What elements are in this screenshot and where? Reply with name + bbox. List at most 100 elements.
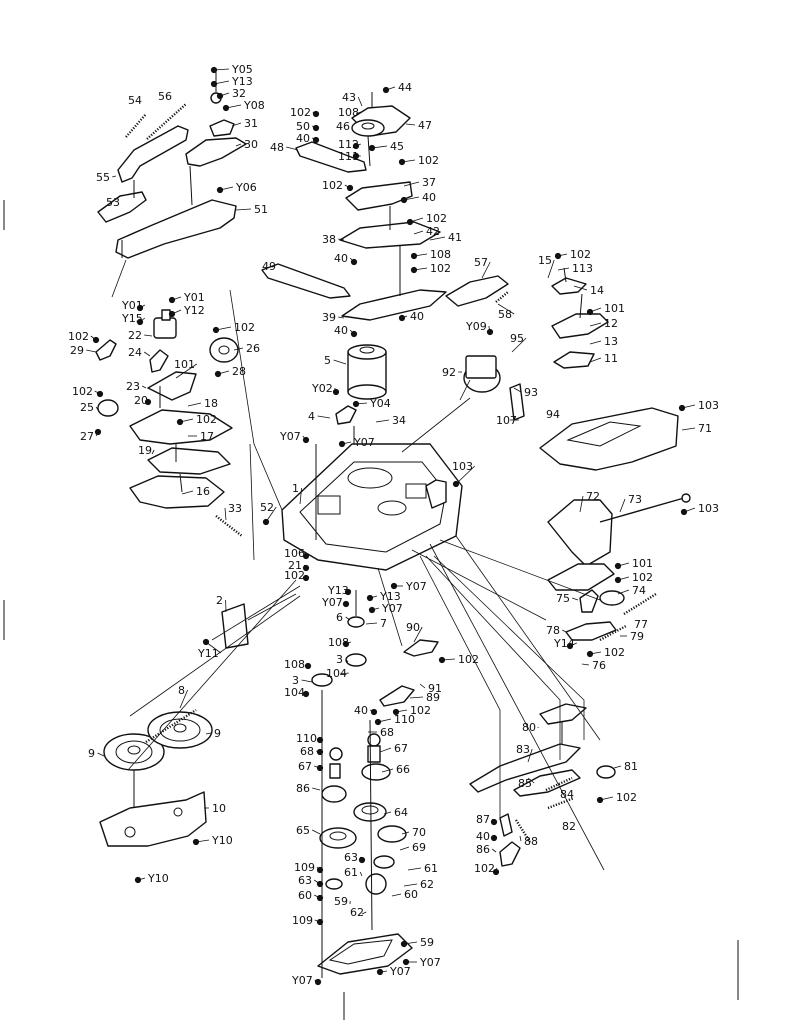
part-number-label: 110 [394,713,415,726]
fastener-dot [305,663,310,668]
part-number-label: 68 [300,745,314,758]
fastener-dot [317,765,322,770]
part-number-label: 30 [244,138,258,151]
part-number-label: 56 [158,90,172,103]
leader-line [410,697,423,698]
fastener-dot [95,429,100,434]
part-number-label: 102 [284,569,305,582]
fastener-dot [93,337,98,342]
part-number-label: 95 [510,332,524,345]
fastener-dot [399,159,404,164]
part-number-label: Y07 [321,596,343,609]
part-group-gear-stack [312,590,412,978]
part-number-label: 40 [476,830,490,843]
leader-line [590,341,601,344]
fastener-dot [315,979,320,984]
part-number-label: 7 [380,617,387,630]
leader-line [492,849,496,852]
leader-line [338,317,344,318]
fastener-dot [313,137,318,142]
part-number-label: 17 [200,430,214,443]
part-number-label: 60 [298,889,312,902]
part-number-label: 85 [518,777,532,790]
part-number-label: Y02 [311,382,333,395]
part-number-label: 81 [624,760,638,773]
fastener-dot [317,895,322,900]
fastener-dot [347,185,352,190]
part-number-label: 102 [430,262,451,275]
leader-line [225,508,226,520]
part-number-label: Y06 [235,181,257,194]
part-number-label: 14 [590,284,604,297]
part-number-label: 83 [516,743,530,756]
leader-line [392,894,401,896]
part-number-label: 23 [126,380,140,393]
part-number-label: 41 [448,231,462,244]
part-number-label: 78 [546,624,560,637]
part-number-label: 42 [426,225,440,238]
part-number-label: 109 [294,861,315,874]
part-group-top-left [98,68,246,258]
part-group-right-upper [446,268,678,470]
part-number-label: Y09 [465,320,487,333]
part-number-label: 47 [418,119,432,132]
part-number-label: 73 [628,493,642,506]
part-number-label: 108 [430,248,451,261]
part-number-label: 71 [698,422,712,435]
fastener-dot [217,93,222,98]
fastener-dot [555,253,560,258]
part-number-label: 66 [396,763,410,776]
fastener-dot [333,389,338,394]
fastener-dot [177,419,182,424]
fastener-dot [615,563,620,568]
part-number-label: 24 [128,346,142,359]
leader-line [408,868,421,870]
part-number-label: 86 [296,782,310,795]
part-number-label: 61 [424,862,438,875]
part-number-label: 9 [214,727,221,740]
part-number-label: 62 [350,906,364,919]
part-number-label: 76 [592,659,606,672]
fastener-dot [401,941,406,946]
part-number-label: 67 [298,760,312,773]
leader-line [400,847,409,850]
part-number-label: Y04 [369,397,391,410]
part-number-label: Y01 [183,291,205,304]
leader-line [582,664,589,665]
part-number-label: 89 [426,691,440,704]
fastener-dot [135,877,140,882]
part-number-label: 45 [390,140,404,153]
leader-line [142,386,146,388]
fastener-dot [681,509,686,514]
fastener-dot [679,405,684,410]
leader-line [520,836,521,841]
fastener-dot [313,111,318,116]
fastener-dot [359,857,364,862]
fastener-dot [401,197,406,202]
part-number-label: 5 [324,354,331,367]
part-number-label: Y01 [121,299,143,312]
leader-line [334,360,346,364]
part-number-label: 63 [344,851,358,864]
part-number-label: 107 [496,414,517,427]
fastener-dot [97,391,102,396]
fastener-dot [407,219,412,224]
part-number-label: 57 [474,256,488,269]
part-number-label: 11 [604,352,618,365]
part-number-label: 40 [354,704,368,717]
leader-line [112,176,116,177]
fastener-dot [377,969,382,974]
part-number-label: 8 [178,684,185,697]
fastener-dot [369,607,374,612]
part-number-label: 102 [68,330,89,343]
part-number-label: 82 [562,820,576,833]
part-number-label: 39 [322,311,336,324]
part-number-label: 40 [296,132,310,145]
part-number-label: 102 [196,413,217,426]
part-group-left-middle [96,310,242,536]
part-number-label: 16 [196,485,210,498]
fastener-dot [367,595,372,600]
part-number-label: 101 [174,358,195,371]
fastener-dot [439,657,444,662]
